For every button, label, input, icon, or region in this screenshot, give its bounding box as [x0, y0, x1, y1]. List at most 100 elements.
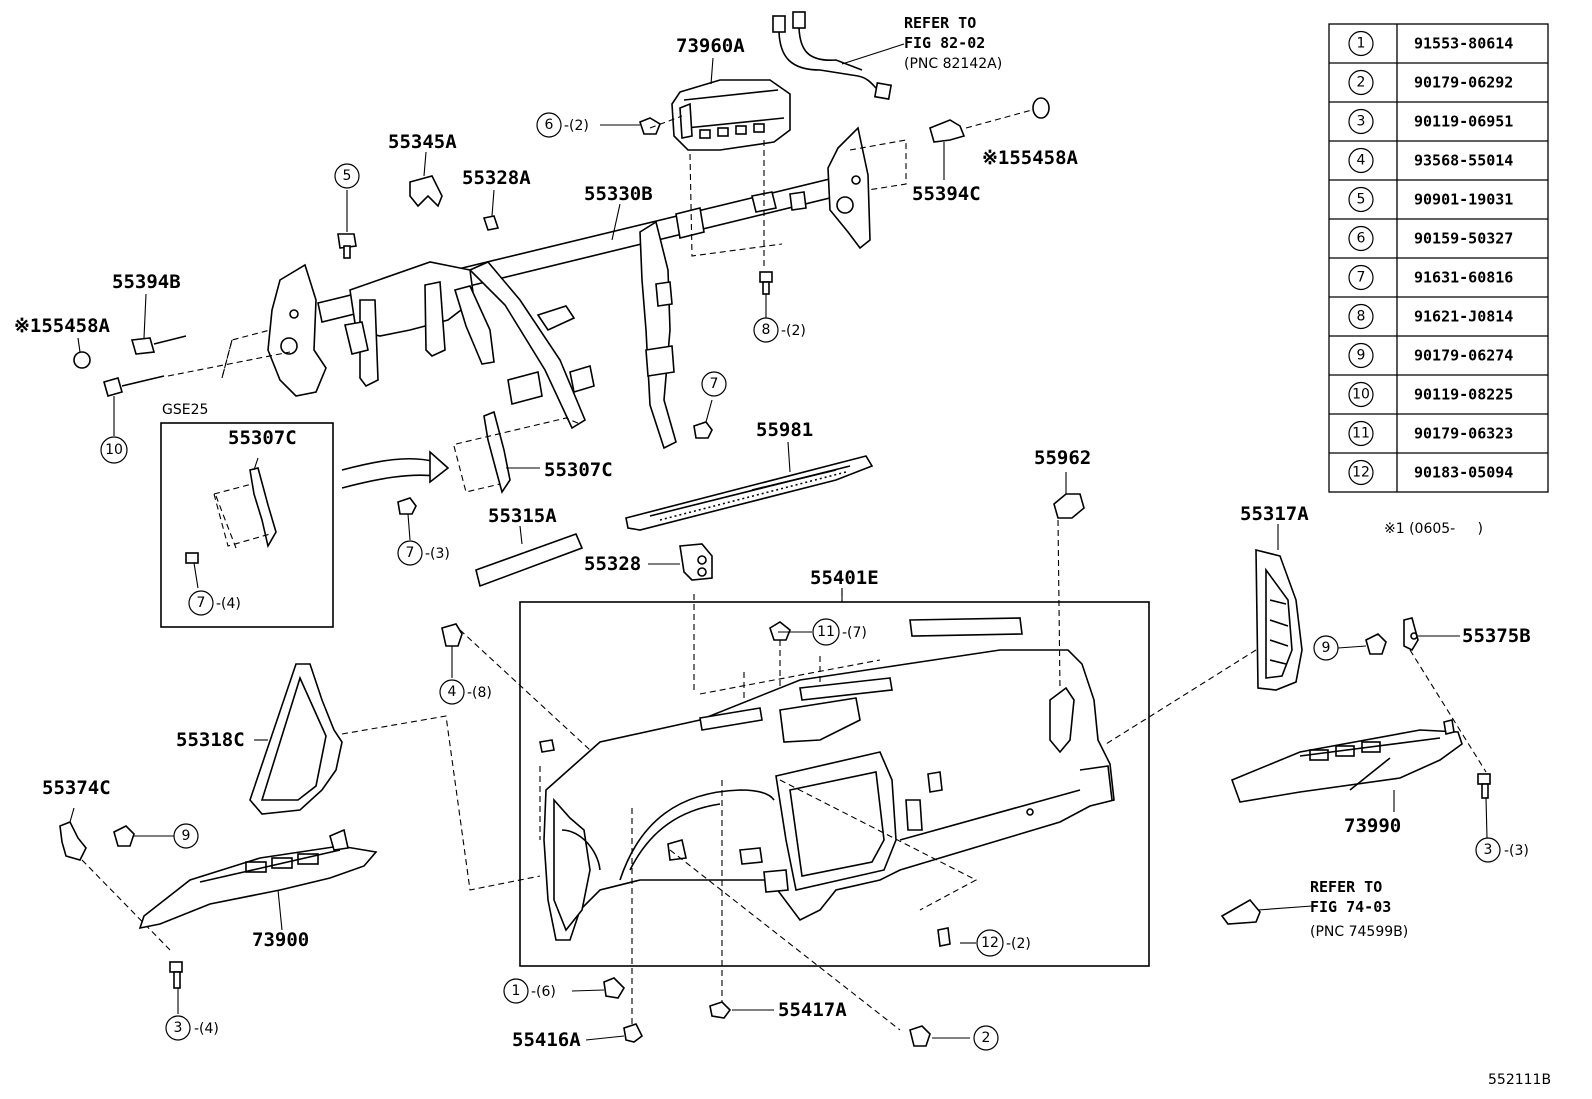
fasteners: [73, 97, 1050, 1047]
refer-bracket: [1220, 898, 1313, 925]
label-55981: 55981: [756, 419, 813, 441]
callout-4: 4 -(8): [439, 679, 492, 705]
table-row-number-circle: [1348, 459, 1374, 486]
refer-bottom-line2: FIG 74-03: [1310, 898, 1391, 916]
svg-text:-(3): -(3): [1504, 843, 1529, 859]
gse25-inset: [160, 422, 334, 628]
label-55317a: 55317A: [1240, 503, 1309, 525]
svg-text:2: 2: [982, 1030, 991, 1046]
svg-text:4: 4: [448, 684, 457, 700]
svg-text:-(2): -(2): [781, 323, 806, 339]
callout-12: 12 -(2): [976, 929, 1031, 957]
nut-9-right: [1365, 633, 1387, 655]
table-row-number-circle: [1348, 342, 1374, 369]
part-labels: 73960A 55345A 55328A 55330B 55394C ※1554…: [14, 14, 1551, 1088]
callout-3-right: 3 -(3): [1475, 797, 1529, 863]
label-55416a: 55416A: [512, 1029, 581, 1051]
callout-3-left: 3 -(4): [165, 1015, 219, 1041]
steering-support-55330b: [267, 126, 871, 450]
svg-text:7: 7: [197, 595, 206, 611]
clip-55328: [679, 543, 713, 581]
table-row-number: 10: [1352, 387, 1370, 403]
label-55307c-inset: 55307C: [228, 427, 297, 449]
refer-top-line1: REFER TO: [904, 14, 976, 32]
table-row-number: 11: [1352, 426, 1370, 442]
svg-text:3: 3: [174, 1020, 183, 1036]
label-55315a: 55315A: [488, 505, 557, 527]
callout-2: 2: [973, 1025, 999, 1051]
nut-9-left: [113, 825, 174, 847]
table-row-number: 1: [1357, 36, 1366, 52]
label-55394b: 55394B: [112, 271, 181, 293]
callout-7-left: 7 -(3): [397, 540, 450, 566]
label-55318c: 55318C: [176, 729, 245, 751]
table-row: 7 91631-60816: [1348, 264, 1513, 291]
table-row-number-circle: [1348, 381, 1374, 408]
label-55401e: 55401E: [810, 567, 879, 589]
label-leaders: [77, 57, 1367, 1041]
table-row-number-circle: [1348, 30, 1374, 57]
table-row: 1 91553-80614: [1348, 30, 1513, 57]
svg-text:-(4): -(4): [194, 1021, 219, 1037]
svg-text:3: 3: [1484, 842, 1493, 858]
table-row-number-circle: [1348, 108, 1374, 135]
table-row-number: 7: [1357, 270, 1366, 286]
callout-7-stay: 7: [701, 371, 727, 397]
svg-text:-(3): -(3): [425, 546, 450, 562]
label-73900: 73900: [252, 929, 309, 951]
label-55345a: 55345A: [388, 131, 457, 153]
label-155458a-right: ※155458A: [982, 147, 1079, 169]
table-row-part-number: 91553-80614: [1414, 35, 1513, 53]
clip-55345a: [409, 175, 443, 208]
label-55417a: 55417A: [778, 999, 847, 1021]
svg-text:-(6): -(6): [531, 984, 556, 1000]
table-row-number: 8: [1357, 309, 1366, 325]
table-row-number: 9: [1357, 348, 1366, 364]
svg-text:6: 6: [545, 117, 554, 133]
label-55330b: 55330B: [584, 183, 653, 205]
bolt-3-left: [169, 961, 183, 1014]
clip-55328a: [482, 215, 500, 231]
label-155458a-left: ※155458A: [14, 315, 111, 337]
airbag-73990: [1230, 719, 1463, 812]
instrument-panel-55401e: [459, 519, 1150, 1031]
table-row-part-number: 90179-06274: [1414, 347, 1513, 365]
table-row-part-number: 91631-60816: [1414, 269, 1513, 287]
table-row-part-number: 93568-55014: [1414, 152, 1513, 170]
table-row-number-circle: [1348, 69, 1374, 96]
label-55328a: 55328A: [462, 167, 531, 189]
table-row-number: 3: [1357, 114, 1366, 130]
footnote-1: ※1 (0605- ): [1384, 521, 1483, 537]
table-row-number-circle: [1348, 186, 1374, 213]
trim-55317a: [1105, 548, 1303, 745]
table-row-number: 12: [1352, 465, 1370, 481]
callout-1: 1 -(6): [503, 978, 556, 1004]
callout-10: 10: [100, 436, 128, 464]
trim-55315a: [475, 532, 584, 588]
table-row-number-circle: [1348, 303, 1374, 330]
svg-text:1: 1: [512, 983, 521, 999]
callout-9-right: 9: [1313, 635, 1339, 661]
callout-5: 5: [334, 163, 360, 189]
callout-circles: 6 -(2) 5 8 -(2) 7 10 7 -(4) 7 -: [100, 112, 1529, 1051]
table-row-part-number: 90159-50327: [1414, 230, 1513, 248]
table-row: 9 90179-06274: [1348, 342, 1513, 369]
trim-55318c: [249, 663, 541, 891]
label-55394c: 55394C: [912, 183, 981, 205]
table-row-number-circle: [1348, 147, 1374, 174]
table-row-number: 4: [1357, 153, 1366, 169]
label-55375b: 55375B: [1462, 625, 1531, 647]
label-55307c: 55307C: [544, 459, 613, 481]
svg-text:-(4): -(4): [216, 596, 241, 612]
label-gse25: GSE25: [162, 402, 208, 418]
airbag-73960a: [671, 79, 791, 151]
label-55328: 55328: [584, 553, 641, 575]
callout-11: 11 -(7): [812, 618, 867, 646]
